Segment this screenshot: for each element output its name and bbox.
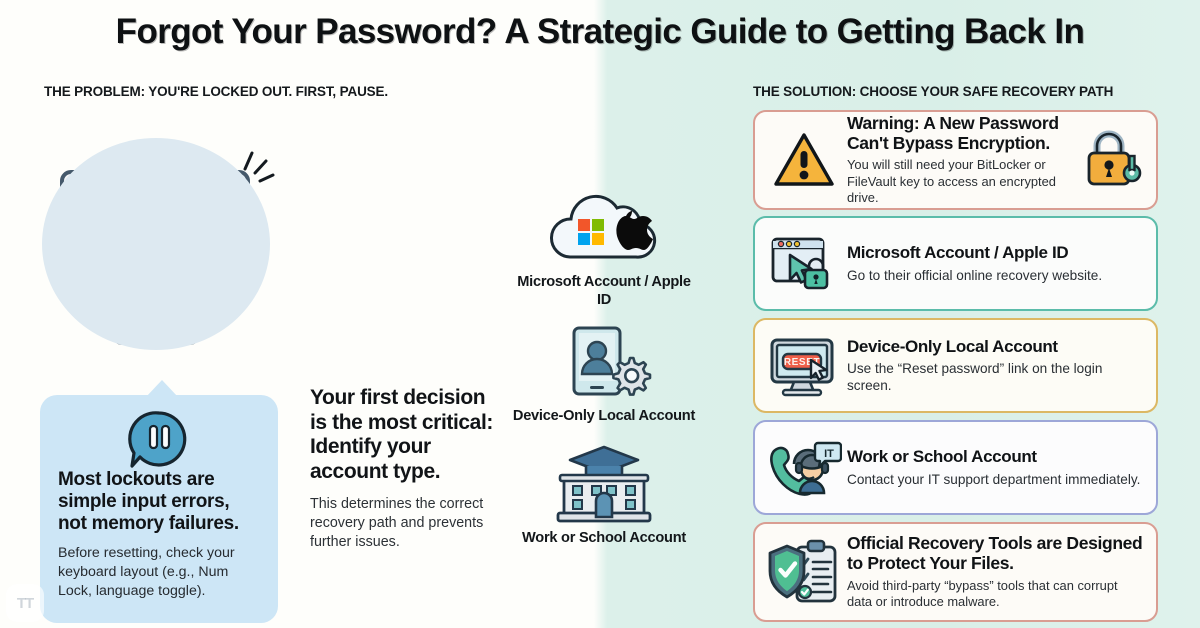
section-label-solution: THE SOLUTION: CHOOSE YOUR SAFE RECOVERY … xyxy=(753,84,1114,99)
cloud-microsoft-apple-icon xyxy=(509,188,699,270)
decision-body: This determines the correct recovery pat… xyxy=(310,496,484,551)
card-heading: Microsoft Account / Apple ID xyxy=(847,243,1069,263)
school-building-graduation-cap-icon xyxy=(509,444,699,526)
card-body: Contact your IT support department immed… xyxy=(847,471,1141,487)
card-text: Official Recovery Tools are Designed to … xyxy=(843,532,1146,610)
card-body: Use the “Reset password” link on the log… xyxy=(847,360,1103,394)
card-body: Go to their official online recovery web… xyxy=(847,267,1103,283)
account-type-label: Microsoft Account / Apple ID xyxy=(517,274,691,308)
card-text: Device-Only Local Account Use the “Reset… xyxy=(843,337,1146,394)
card-heading: Work or School Account xyxy=(847,447,1037,467)
card-encryption-warning[interactable]: Warning: A New Password Can't Bypass Enc… xyxy=(753,110,1158,210)
account-type-work-school: Work or School Account xyxy=(509,444,699,548)
card-text: Microsoft Account / Apple ID Go to their… xyxy=(843,243,1146,283)
monitor-reset-button-icon: RESET xyxy=(765,334,843,398)
account-type-local: Device-Only Local Account xyxy=(509,322,699,426)
shield-checklist-icon xyxy=(765,537,843,607)
card-local-account-reset[interactable]: RESET Device-Only Local Account Use the … xyxy=(753,318,1158,413)
card-body: You will still need your BitLocker or Fi… xyxy=(847,157,1056,205)
card-body: Avoid third-party “bypass” tools that ca… xyxy=(847,577,1118,609)
card-text: Work or School Account Contact your IT s… xyxy=(843,447,1146,487)
padlock-with-key-icon xyxy=(1080,126,1146,194)
card-text: Warning: A New Password Can't Bypass Enc… xyxy=(843,112,1080,206)
account-type-microsoft-apple: Microsoft Account / Apple ID xyxy=(509,188,699,310)
account-type-label: Work or School Account xyxy=(522,530,686,546)
tip-card: Most lockouts are simple input errors, n… xyxy=(40,380,278,623)
page-title: Forgot Your Password? A Strategic Guide … xyxy=(115,12,1085,51)
account-type-label: Device-Only Local Account xyxy=(512,408,696,424)
browser-window-cursor-lock-icon xyxy=(765,233,843,295)
decision-headline: Your first decision is the most critical… xyxy=(310,386,493,483)
hero-background-circle xyxy=(42,138,270,350)
tablet-user-gear-icon xyxy=(509,322,699,404)
locked-monitor-illustration xyxy=(40,125,290,365)
svg-text:RESET: RESET xyxy=(784,357,820,368)
card-heading: Warning: A New Password Can't Bypass Enc… xyxy=(847,112,1059,153)
warning-triangle-icon xyxy=(765,131,843,189)
decision-block: Your first decision is the most critical… xyxy=(310,386,500,552)
tip-headline: Most lockouts are simple input errors, n… xyxy=(58,469,239,535)
card-heading: Official Recovery Tools are Designed to … xyxy=(847,532,1143,573)
tip-body: Before resetting, check your keyboard la… xyxy=(58,545,235,599)
card-official-recovery-tools[interactable]: Official Recovery Tools are Designed to … xyxy=(753,522,1158,622)
svg-text:IT: IT xyxy=(824,448,834,460)
card-work-school-support[interactable]: IT Work or School Account Contact your I… xyxy=(753,420,1158,515)
card-microsoft-apple-recovery[interactable]: Microsoft Account / Apple ID Go to their… xyxy=(753,216,1158,311)
it-support-agent-phone-icon: IT xyxy=(765,435,843,501)
section-label-problem: THE PROBLEM: YOU'RE LOCKED OUT. FIRST, P… xyxy=(44,84,388,99)
pause-speech-bubble-icon xyxy=(128,411,187,468)
card-heading: Device-Only Local Account xyxy=(847,336,1058,356)
watermark-logo: TT xyxy=(6,584,44,622)
